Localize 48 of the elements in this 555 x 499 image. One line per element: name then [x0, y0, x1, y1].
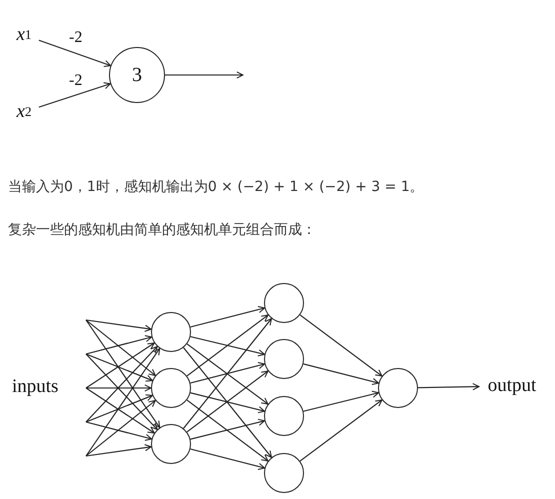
arrow — [186, 370, 269, 432]
neuron-circle — [264, 283, 304, 323]
neuron-circle — [264, 339, 304, 379]
arrow — [186, 343, 268, 405]
arrow — [86, 320, 156, 376]
arrow — [190, 418, 266, 440]
neuron-circle — [264, 396, 304, 436]
arrow — [86, 394, 153, 423]
arrow — [38, 82, 111, 108]
arrow — [86, 346, 158, 422]
output-label: output — [481, 374, 543, 398]
sentence: 复杂一些的感知机由简单的感知机单元组合而成： — [8, 221, 316, 239]
arrow — [86, 342, 155, 388]
arrow — [303, 363, 380, 386]
arrow — [190, 362, 266, 384]
arrow — [300, 314, 382, 377]
arrow — [190, 306, 266, 328]
arrow — [165, 71, 244, 79]
arrow — [186, 314, 269, 376]
arrow — [190, 392, 266, 414]
arrow — [86, 348, 160, 456]
arrow — [86, 320, 160, 428]
neuron-circle — [264, 453, 304, 493]
neuron-circle — [151, 368, 191, 408]
arrow — [86, 444, 152, 457]
arrow — [86, 319, 152, 332]
neuron-circle — [151, 312, 191, 352]
layer-label: inputs — [12, 376, 58, 398]
arrow — [86, 353, 153, 382]
arrow — [86, 421, 152, 441]
neuron-circle — [151, 424, 191, 464]
arrow — [303, 390, 380, 412]
arrow — [300, 399, 382, 462]
neuron-circle — [378, 368, 418, 408]
arrow — [190, 336, 266, 356]
sentence: 当输入为0，1时，感知机输出为0 × (−2) + 1 × (−2) + 3 = 1。 — [8, 178, 424, 196]
arrow — [86, 354, 158, 430]
arrow — [183, 347, 272, 458]
arrow — [38, 40, 112, 67]
arrow — [86, 400, 156, 456]
arrow — [183, 318, 272, 429]
arrow — [186, 400, 269, 462]
arrow — [86, 384, 152, 392]
arrow — [190, 448, 266, 470]
arrow — [86, 335, 152, 355]
arrow — [418, 383, 480, 390]
neuron-circle: 3 — [109, 47, 165, 103]
arrow — [86, 388, 155, 434]
